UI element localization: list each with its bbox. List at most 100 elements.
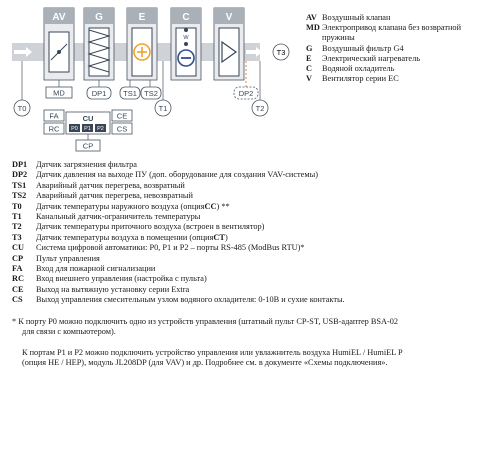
cooler-icon (175, 27, 197, 77)
legend-top-row: E Электрический нагреватель (306, 54, 472, 64)
legend-text: Вентилятор серии EC (322, 74, 399, 84)
legend-text: Воздушный клапан (322, 13, 391, 22)
schematic-diagram: T3 AV G E C V (12, 7, 290, 152)
ce-output (111, 109, 133, 122)
legend-key: CP (12, 253, 24, 263)
legend-key: T0 (12, 201, 22, 211)
legend-top-row: C Водяной охладитель (306, 64, 472, 74)
legend-text: Выход на вытяжную установку серии Extra (36, 284, 190, 294)
legend-option-code: CT (213, 232, 225, 242)
port-p1 (82, 124, 93, 132)
legend-row: CS Выход управления смесительным узлом во… (12, 295, 345, 305)
legend-row: FA Вход для пожарной сигнализации (12, 264, 345, 274)
md-sensor (45, 86, 73, 99)
legend-text: Водяной охладитель (322, 64, 395, 74)
legend-text: Канальный датчик-ограничитель температур… (36, 212, 201, 222)
t3-label: T3 (277, 48, 286, 57)
t1-sensor-icon (154, 99, 172, 117)
legend-text: Датчик загрязнения фильтра (36, 160, 137, 169)
legend-key: MD (306, 23, 320, 33)
legend-text: Выход управления смесительным узлом водя… (36, 295, 345, 305)
legend-key: C (306, 64, 312, 74)
legend-row: CP Пульт управления (12, 254, 345, 264)
legend-row: CE Выход на вытяжную установку серии Extr… (12, 285, 345, 295)
coil-port-icon (184, 28, 188, 32)
e-code: E (139, 12, 146, 23)
ts2-label: TS2 (144, 89, 158, 98)
legend-key: CS (12, 295, 23, 305)
t1-label: T1 (159, 104, 168, 113)
legend-row: T0 Датчик температуры наружного воздуха (… (12, 202, 345, 212)
legend-key: RC (12, 274, 24, 284)
v-header (214, 8, 244, 24)
legend-key: T3 (12, 232, 22, 242)
legend-row: T1 Канальный датчик-ограничитель температ… (12, 212, 345, 222)
legend-text: Аварийный датчик перегрева, возвратный (36, 180, 185, 190)
legend-key: CE (12, 284, 24, 294)
outlet-arrow (246, 47, 262, 57)
legend-text-tail: ) (224, 232, 228, 242)
legend-text-tail: ) ** (216, 201, 230, 211)
port-p0 (69, 124, 80, 132)
dp2-label: DP2 (239, 89, 254, 98)
rc-label: RC (49, 125, 60, 134)
legend-key: AV (306, 13, 317, 22)
v-code: V (226, 12, 233, 23)
fa-input (43, 109, 65, 122)
fan-icon (218, 27, 240, 77)
t2-label: T2 (256, 104, 265, 113)
cs-label: CS (117, 125, 127, 134)
rc-input (43, 122, 65, 135)
legend-text: Система цифровой автоматики: P0, P1 и P2… (36, 243, 305, 253)
legend-text: Датчик температуры приточного воздуха (в… (36, 222, 265, 232)
g-code: G (95, 12, 103, 23)
ce-label: CE (117, 112, 127, 121)
legend-text: Аварийный датчик перегрева, невозвратный (36, 191, 193, 201)
legend-text: Пульт управления (36, 253, 100, 263)
legend-key: DP2 (12, 170, 28, 180)
legend-top-row: AV Воздушный клапан (306, 13, 472, 23)
dp2-sensor (233, 86, 259, 100)
legend-text: Вход для пожарной сигнализации (36, 264, 156, 274)
footnote-p1-p2: К портам P1 и P2 можно подключить устрой… (12, 348, 474, 369)
dp1-label: DP1 (92, 89, 107, 98)
ts1-label: TS1 (123, 89, 137, 98)
p1-label: P1 (84, 126, 91, 132)
footnote-p0: * К порту P0 можно подключить одно из ус… (12, 317, 474, 338)
av-header (44, 8, 74, 24)
legend-text: Датчик температуры наружного воздуха (оп… (36, 201, 205, 211)
g-header (84, 8, 114, 24)
t0-sensor-icon (13, 99, 31, 117)
legend-key: DP1 (12, 160, 28, 169)
footnote-line: К портам P1 и P2 можно подключить устрой… (22, 348, 403, 357)
port-p2 (95, 124, 106, 132)
coil-water-label: W (183, 35, 189, 41)
md-label: MD (53, 89, 65, 98)
legend-key: E (306, 53, 312, 63)
cp-label: CP (83, 142, 93, 151)
legend-key: G (306, 43, 313, 53)
cs-output (111, 122, 133, 135)
legend-row: T3 Датчик температуры воздуха в помещении… (12, 233, 345, 243)
legend-key: T1 (12, 212, 22, 222)
legend-text: Электрический нагреватель (322, 53, 421, 63)
footnote-line: (опция HE / HEP), модуль JL208DP (для VA… (22, 358, 388, 368)
filter-icon (87, 27, 111, 77)
legend-text: Датчик температуры воздуха в помещении (… (36, 232, 214, 242)
c-header (171, 8, 201, 24)
e-header (127, 8, 157, 24)
legend-key: FA (12, 264, 23, 274)
ts1-sensor (119, 86, 141, 100)
ts2-sensor (140, 86, 162, 100)
dp1-sensor (86, 86, 112, 100)
fa-label: FA (49, 112, 58, 121)
t3-sensor-icon (272, 43, 290, 61)
